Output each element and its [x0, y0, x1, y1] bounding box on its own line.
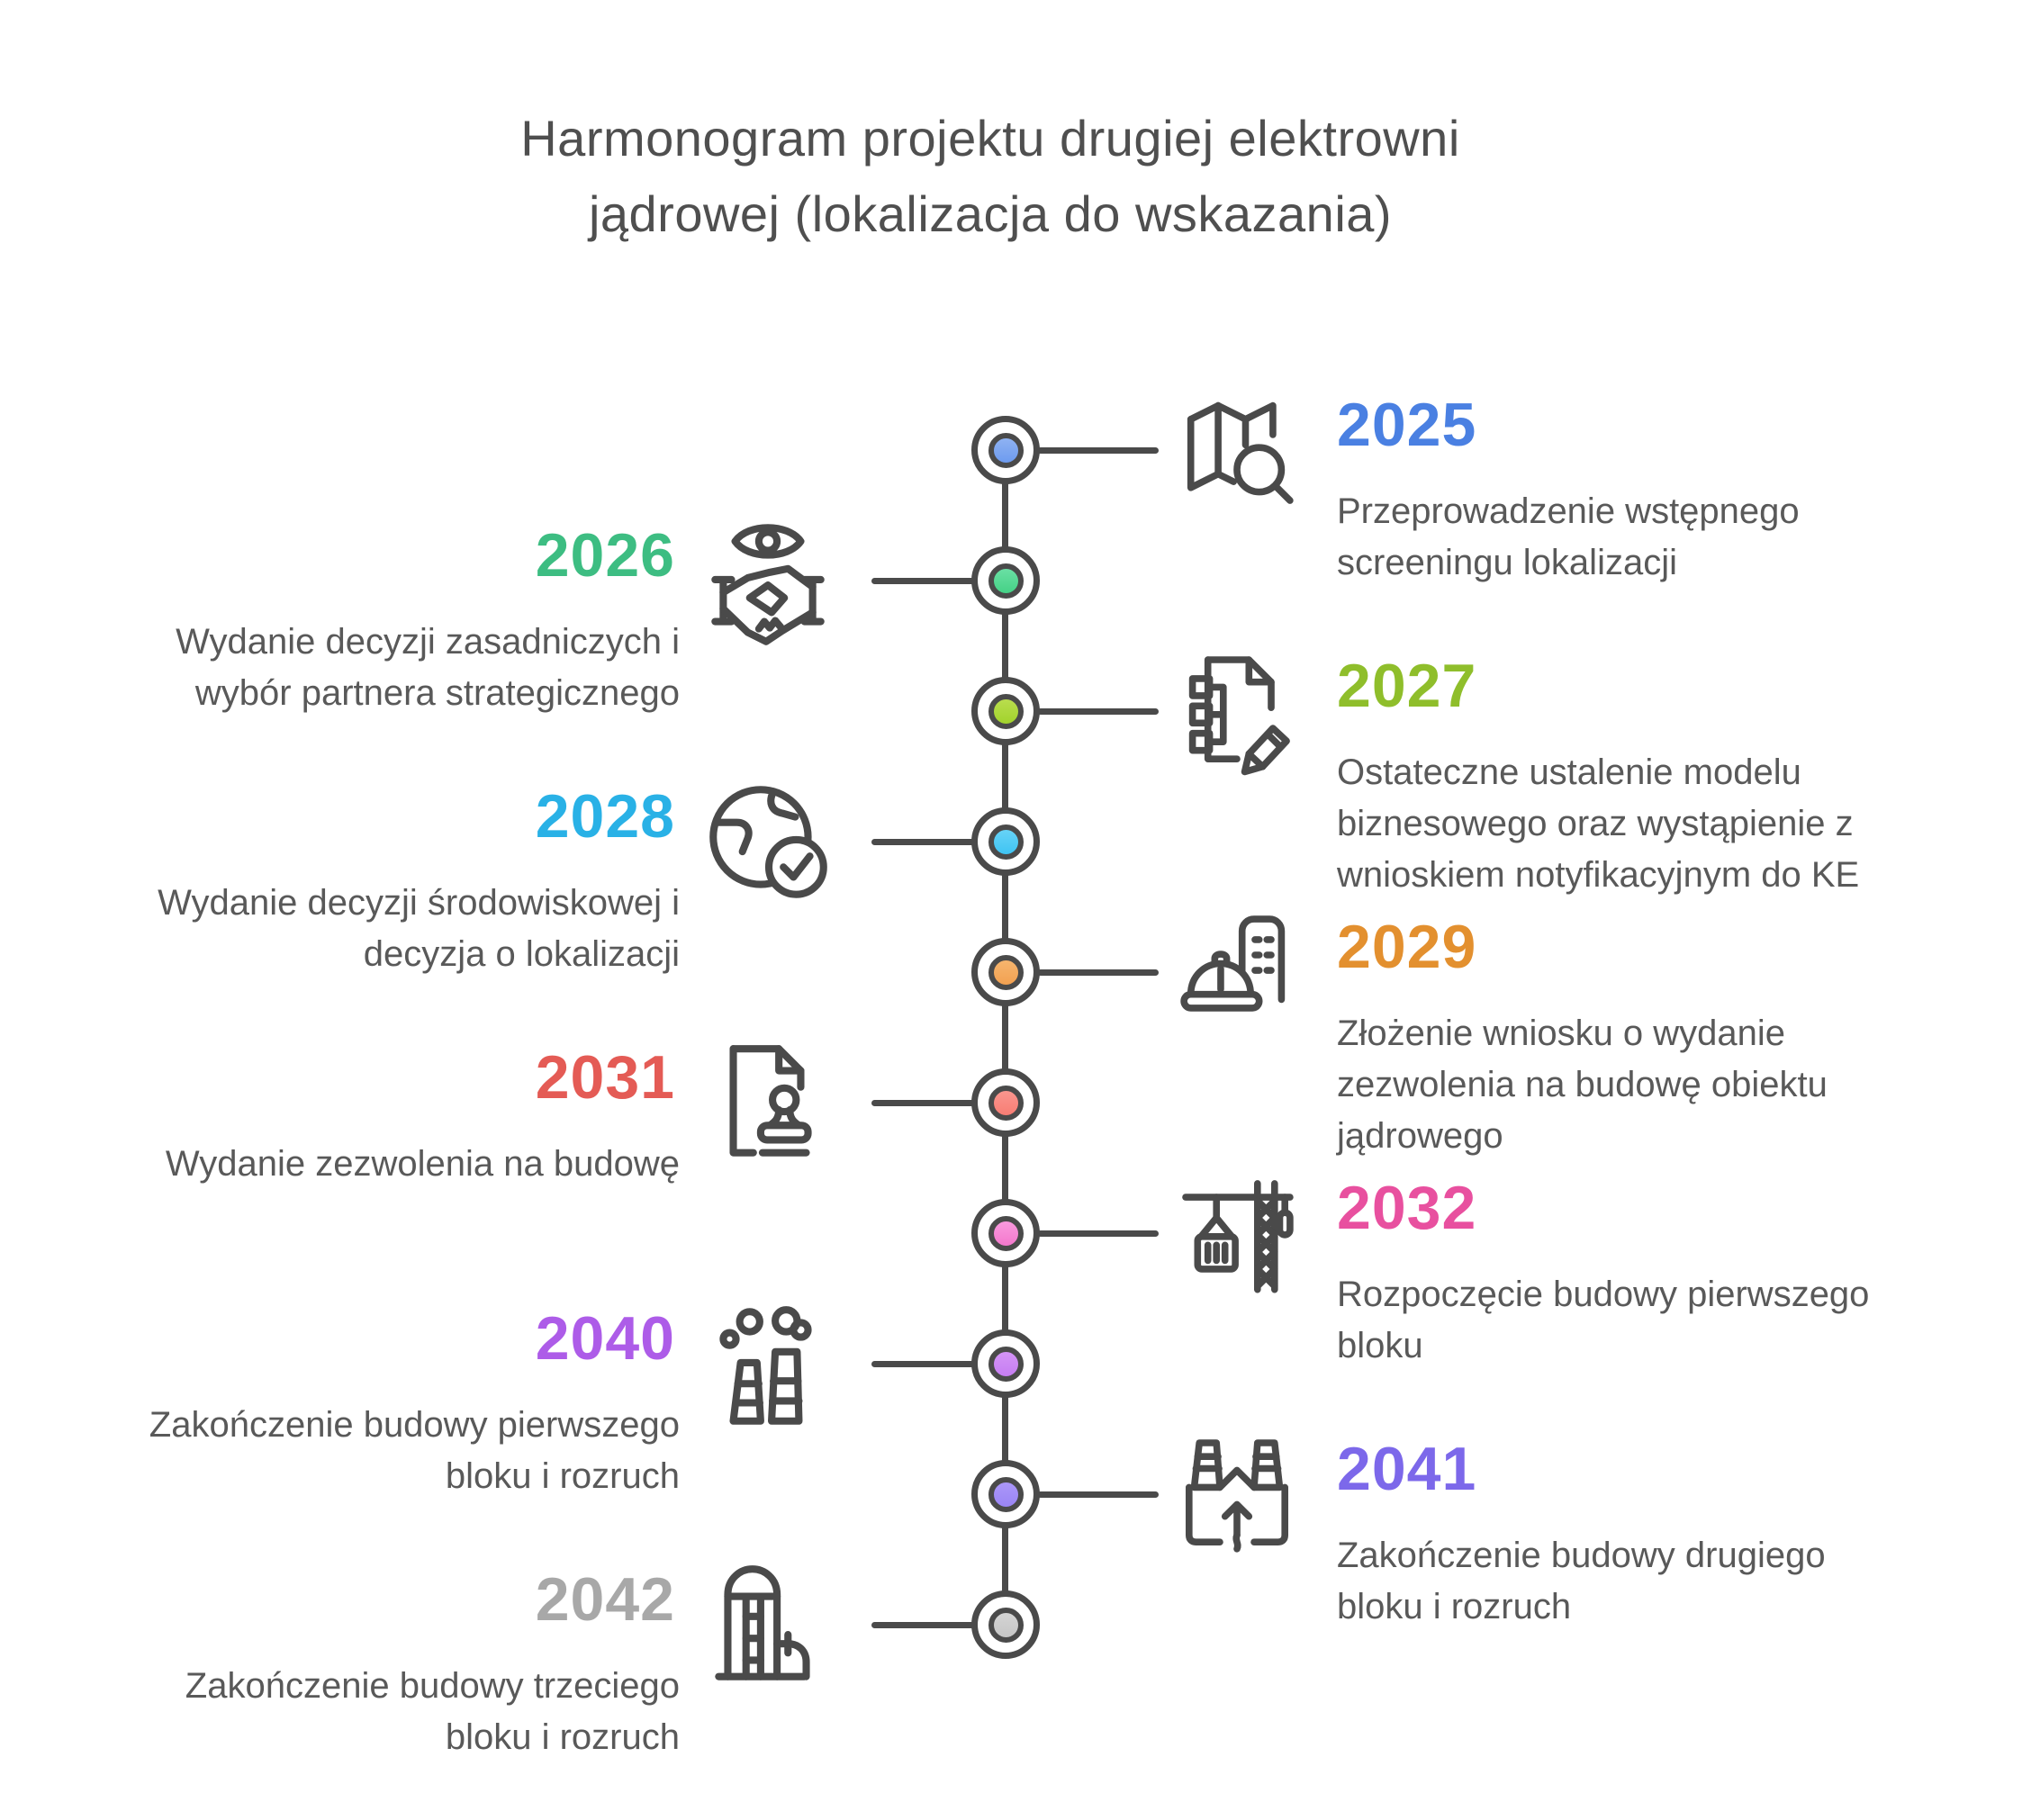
- connector-line: [1037, 707, 1159, 715]
- timeline-node: [971, 938, 1040, 1006]
- entry-year: 2042: [535, 1565, 675, 1634]
- timeline-node-dot: [988, 693, 1024, 729]
- timeline-node: [971, 1068, 1040, 1137]
- connector-line: [871, 838, 975, 845]
- entry-year: 2032: [1337, 1174, 1477, 1242]
- entry-description: Wydanie decyzji środowiskowej i decyzja …: [158, 883, 680, 974]
- page-title-line2: jądrowej (lokalizacja do wskazania): [588, 185, 1393, 242]
- timeline-node: [971, 416, 1040, 484]
- timeline-node: [971, 677, 1040, 745]
- timeline-node-dot: [988, 824, 1024, 860]
- timeline-node: [971, 546, 1040, 615]
- timeline-node-dot: [988, 954, 1024, 990]
- entry-description: Ostateczne ustalenie modelu biznesowego …: [1337, 752, 1860, 895]
- hardhat-building-icon: [1169, 904, 1305, 1041]
- eye-handshake-icon: [695, 510, 841, 656]
- entry-description: Rozpoczęcie budowy pierwszego bloku: [1337, 1275, 1870, 1365]
- timeline-vertical-line: [1002, 450, 1008, 1625]
- connector-line: [871, 1621, 975, 1628]
- entry-description: Zakończenie budowy trzeciego bloku i roz…: [185, 1666, 680, 1757]
- timeline-node-dot: [988, 1476, 1024, 1512]
- timeline-node: [971, 1460, 1040, 1528]
- timeline-node-dot: [988, 1085, 1024, 1121]
- connector-line: [1037, 1491, 1159, 1498]
- connector-line: [1037, 969, 1159, 976]
- timeline-node: [971, 807, 1040, 876]
- entry-year: 2025: [1337, 391, 1477, 459]
- entry-year: 2028: [535, 782, 675, 851]
- entry-description: Zakończenie budowy pierwszego bloku i ro…: [149, 1405, 680, 1496]
- globe-check-icon: [695, 771, 841, 917]
- entry-description: Przeprowadzenie wstępnego screeningu lok…: [1337, 491, 1800, 582]
- page-title-line1: Harmonogram projektu drugiej elektrowni: [520, 110, 1460, 167]
- timeline-node-dot: [988, 432, 1024, 468]
- connector-line: [871, 577, 975, 584]
- timeline-node: [971, 1199, 1040, 1267]
- document-edit-icon: [1169, 643, 1305, 779]
- timeline-node-dot: [988, 1607, 1024, 1643]
- timeline-node-dot: [988, 1346, 1024, 1382]
- entry-year: 2027: [1337, 652, 1477, 720]
- connector-line: [871, 1099, 975, 1106]
- chimneys-smoke-icon: [695, 1293, 841, 1439]
- power-plant-arrow-icon: [1169, 1426, 1305, 1563]
- connector-line: [871, 1360, 975, 1367]
- timeline-node: [971, 1329, 1040, 1398]
- timeline-node-dot: [988, 1215, 1024, 1251]
- document-stamp-icon: [695, 1032, 841, 1178]
- connector-line: [1037, 446, 1159, 454]
- silo-pipe-icon: [695, 1554, 841, 1700]
- page-title: Harmonogram projektu drugiej elektrowni …: [0, 101, 1981, 252]
- entry-year: 2029: [1337, 913, 1477, 981]
- entry-description: Zakończenie budowy drugiego bloku i rozr…: [1337, 1536, 1826, 1626]
- entry-description: Wydanie zezwolenia na budowę: [165, 1144, 680, 1184]
- entry-description: Wydanie decyzji zasadniczych i wybór par…: [176, 622, 680, 713]
- entry-year: 2040: [535, 1304, 675, 1373]
- connector-line: [1037, 1230, 1159, 1237]
- timeline-node-dot: [988, 563, 1024, 599]
- timeline-node: [971, 1590, 1040, 1659]
- map-search-icon: [1169, 382, 1305, 518]
- entry-description: Złożenie wniosku o wydanie zezwolenia na…: [1337, 1014, 1828, 1156]
- entry-year: 2026: [535, 521, 675, 590]
- crane-icon: [1169, 1165, 1305, 1302]
- entry-year: 2041: [1337, 1435, 1477, 1503]
- entry-year: 2031: [535, 1043, 675, 1112]
